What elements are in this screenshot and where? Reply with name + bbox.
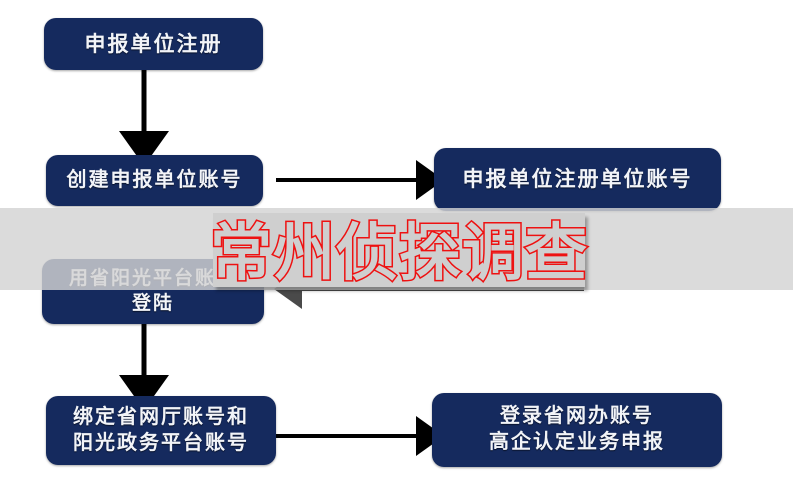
arrow-create-account-to-register-unit-account [276, 160, 444, 200]
node-create-account[interactable]: 创建申报单位账号 [46, 155, 263, 206]
node-bind-accounts[interactable]: 绑定省网厅账号和 阳光政务平台账号 [46, 396, 276, 465]
node-register[interactable]: 申报单位注册 [44, 18, 263, 70]
node-register-line-1: 申报单位注册 [84, 31, 223, 56]
node-create-account-line-1: 创建申报单位账号 [66, 168, 243, 191]
watermark-text: 常州侦探调查 [209, 215, 589, 291]
node-bind-accounts-line-1: 绑定省网厅账号和 [73, 405, 249, 428]
arrow-bind-accounts-to-declare-business [276, 416, 444, 456]
node-sunlight-login-line-2: 登陆 [131, 292, 174, 314]
node-register-unit-account-line-1: 申报单位注册单位账号 [462, 167, 693, 192]
node-declare-business-line-2: 高企认定业务申报 [489, 431, 665, 453]
node-bind-accounts-line-2: 阳光政务平台账号 [73, 431, 249, 454]
node-declare-business[interactable]: 登录省网办账号 高企认定业务申报 [432, 393, 722, 467]
node-declare-business-line-1: 登录省网办账号 [500, 405, 654, 428]
node-register-unit-account[interactable]: 申报单位注册单位账号 [434, 148, 721, 211]
arrow-register-to-create-account [119, 70, 169, 166]
arrow-sunlight-login-to-bind-accounts [119, 324, 169, 410]
